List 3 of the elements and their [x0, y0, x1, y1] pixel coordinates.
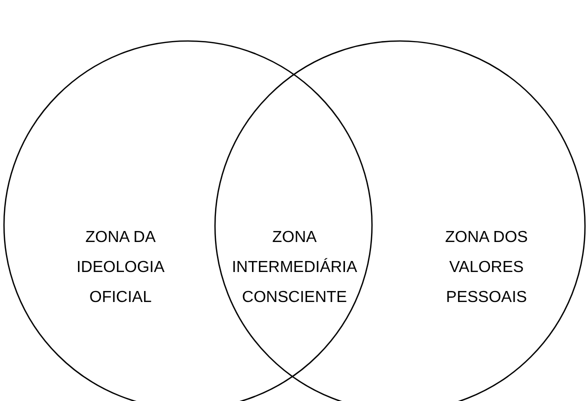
region-label: ZONA DA IDEOLOGIA OFICIAL — [75, 228, 166, 308]
region-label: ZONA INTERMEDIÁRIA CONSCIENTE — [230, 228, 358, 308]
region-label: ZONA DOS VALORES PESSOAIS — [444, 228, 529, 308]
